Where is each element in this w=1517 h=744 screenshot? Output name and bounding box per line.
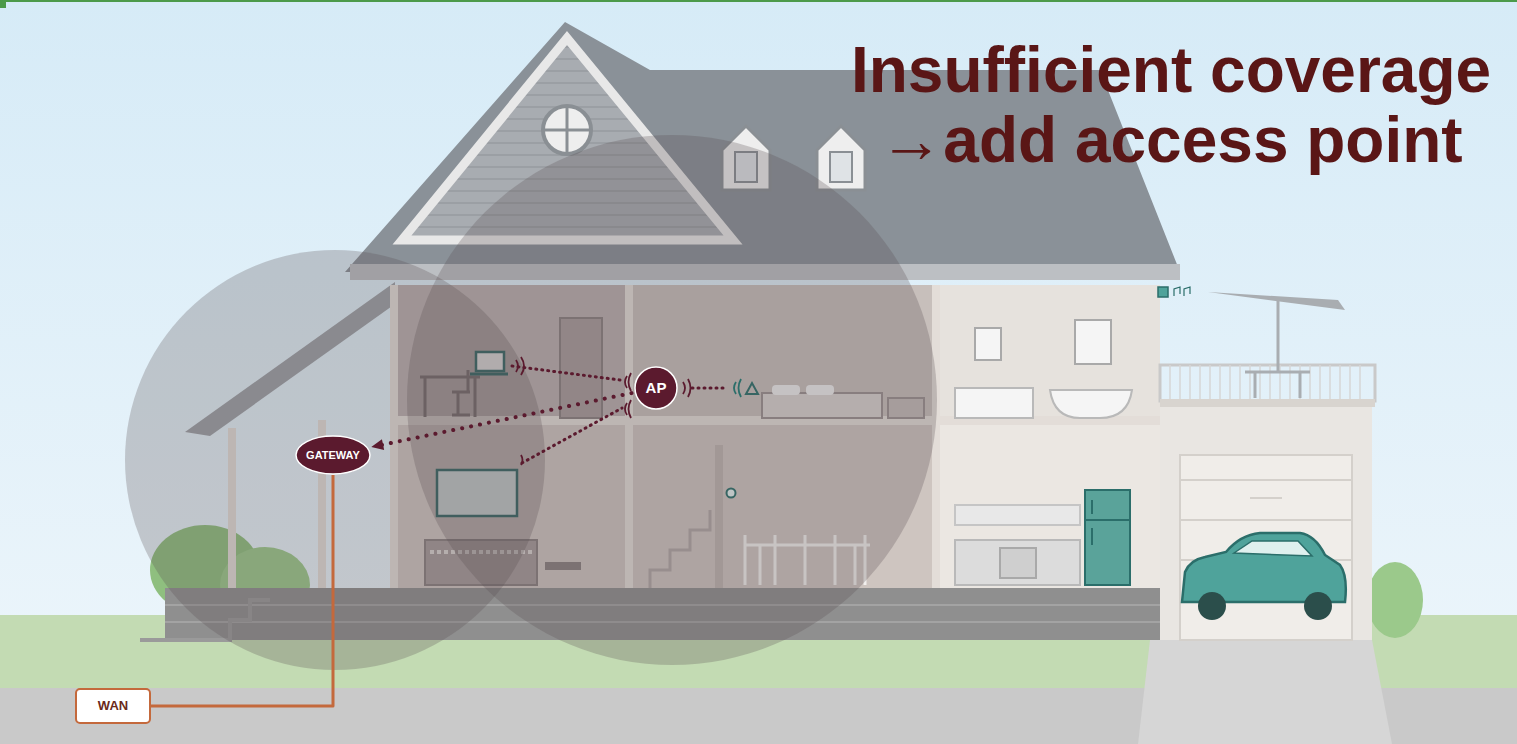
driveway [1138,640,1392,744]
patio-table [1245,300,1310,398]
counter [955,540,1080,585]
arrowhead [371,439,384,450]
wifi-waves [625,373,631,391]
badge-shape [635,367,677,409]
bathroom [935,285,1160,422]
music-notes [1174,287,1190,296]
wifi-link [512,366,620,380]
node-label: WAN [98,699,128,714]
car-wheel [1198,592,1226,620]
garage-door-panels [1180,480,1352,560]
vanity [955,388,1033,418]
cabinets [955,505,1080,525]
slide-title: Insufficient coverage →add access point [831,35,1511,175]
refrigerator [1085,490,1130,585]
wifi-waves [625,400,631,418]
wifi-link [522,408,622,463]
bush [1367,562,1423,638]
wifi-waves [734,379,741,397]
round-window [543,106,591,154]
deck-railing [1160,365,1375,401]
fridge-detail [1085,500,1130,545]
window-cross [543,106,591,154]
car-wheel [1304,592,1332,620]
connector-line [381,393,631,445]
ap-coverage [407,135,937,665]
bathtub [1050,390,1132,418]
kitchen [935,422,1160,590]
corner-mark [0,0,6,8]
car-window [1234,541,1312,556]
top-rule [0,0,1517,2]
wifi-waves [516,357,524,375]
wifi-link [692,387,728,390]
node-label: AP [646,379,667,396]
access-point-badge: AP [634,366,678,410]
railing-bars [1170,365,1360,401]
connector-line [151,475,333,706]
bath-window [1075,320,1111,364]
connector [151,475,333,706]
wifi-waves [521,455,523,465]
wan-box: WAN [75,688,151,724]
outdoor-speaker [1158,287,1168,297]
dormer-window [830,152,852,182]
garage [1160,407,1372,640]
oven [1000,548,1036,578]
badge-shape [296,436,370,474]
car-body [1182,533,1346,602]
node-label: GATEWAY [306,449,360,462]
dormer [817,126,865,190]
gateway-badge: GATEWAY [295,435,371,475]
connector [371,393,631,450]
mirror [975,328,1001,360]
wifi-waves [683,379,691,397]
deck-floor [1160,399,1375,407]
garage-door [1180,455,1352,640]
